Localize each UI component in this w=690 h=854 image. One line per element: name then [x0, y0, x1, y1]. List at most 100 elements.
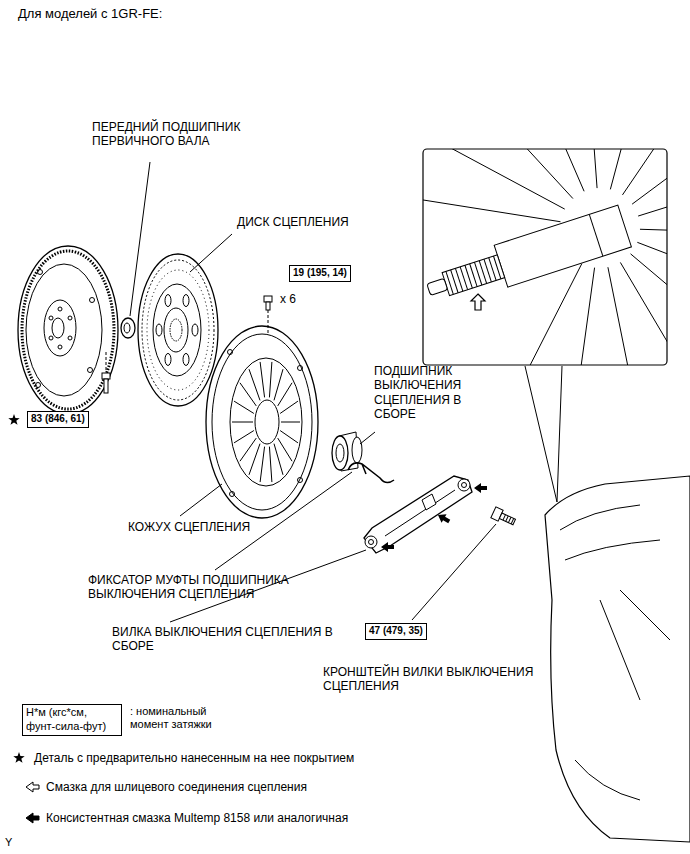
fork-support-part — [511, 518, 514, 523]
clutch-cover-part — [228, 350, 233, 355]
flywheel-part — [18, 246, 118, 414]
flywheel-bolt-part — [102, 373, 110, 379]
clutch-cover-part — [212, 334, 312, 510]
detail-inset-part-part-part — [446, 256, 501, 294]
clutch-cover-part — [298, 366, 303, 371]
detail-inset-part-part-part — [513, 149, 584, 191]
grease-arrow-symbol — [26, 813, 39, 823]
detail-inset-part-part-part — [631, 254, 667, 365]
clutch-cover-part-part — [234, 431, 254, 443]
detail-inset-part-part-part-part — [493, 256, 500, 279]
flywheel-part — [88, 368, 93, 373]
legend-text: Смазка для шлицевого соединения сцеплени… — [46, 780, 307, 794]
spline-grease-symbol — [26, 782, 39, 792]
leader-lines-part — [130, 162, 150, 316]
clutch-cover-part-part — [240, 438, 256, 461]
grease-arrows-part — [436, 511, 452, 526]
unit-key-box: Н*м (кгс*см, фунт-сила-фут) — [22, 704, 122, 736]
flywheel-part — [49, 316, 53, 320]
legend-symbol — [6, 810, 46, 826]
fork-support-part — [503, 515, 506, 520]
grease-arrows — [381, 483, 487, 552]
leader-lines-part — [190, 234, 232, 272]
torque-box: 19 (195, 14) — [289, 265, 351, 282]
clutch-cover-part-part — [281, 422, 300, 423]
clutch-disc-part — [156, 295, 198, 366]
legend-entry: Консистентная смазка Multemp 8158 или ан… — [6, 810, 348, 826]
release-fork — [364, 476, 472, 553]
detail-inset-part-part-part — [584, 149, 597, 188]
detail-inset-part-part — [423, 205, 631, 311]
clutch-cover-part-part — [260, 362, 264, 397]
detail-inset-part — [557, 366, 562, 502]
cover-bolt-part — [264, 296, 272, 302]
clutch-disc-part-part — [156, 324, 162, 336]
detail-inset-part-part-part — [608, 267, 644, 365]
detail-inset-part — [423, 149, 667, 365]
figure-mark: Y — [5, 836, 12, 849]
detail-inset-part-part-part — [620, 262, 667, 365]
detail-inset-part-part-part — [423, 194, 560, 222]
detail-inset-part-part-part — [442, 255, 505, 296]
detail-inset-part-part-part — [427, 278, 448, 295]
fork-support — [491, 507, 517, 528]
input-shaft-front-bearing-part — [124, 323, 130, 333]
clutch-cover-part-part — [280, 401, 298, 413]
release-fork-part — [364, 476, 472, 553]
leader-lines — [130, 162, 496, 622]
flywheel — [18, 246, 118, 414]
input-shaft-front-bearing-part — [121, 318, 135, 338]
detail-inset-part — [423, 149, 667, 365]
detail-inset — [383, 9, 690, 502]
clutch-disc-part — [147, 270, 209, 390]
clutch-cover-part-part — [278, 383, 292, 406]
clutch-cover-part-part — [232, 422, 253, 423]
transmission-housing-part — [545, 476, 690, 842]
clutch-cover-part — [232, 362, 300, 482]
clutch-disc-part — [153, 284, 201, 376]
leader-lines-part — [180, 484, 222, 516]
flywheel-part — [68, 336, 72, 340]
legend-entry: Смазка для шлицевого соединения сцеплени… — [6, 779, 307, 795]
detail-inset-part-part-part — [632, 149, 667, 204]
clutch-cover-part-part — [280, 431, 298, 443]
leader-lines-part — [412, 524, 496, 620]
fork-support-part — [508, 517, 511, 522]
flywheel-part — [49, 336, 53, 340]
release-fork-part — [369, 540, 374, 545]
clutch-disc-part-part — [183, 295, 189, 307]
detail-inset-part-part-part — [423, 149, 565, 209]
detail-inset-part-part-part — [494, 205, 631, 287]
flywheel-bolt-part — [106, 352, 107, 372]
release-fork-part — [462, 483, 467, 488]
clutch-cover-part — [230, 358, 302, 486]
legend-symbol — [6, 750, 34, 766]
legend-text: Консистентная смазка Multemp 8158 или ан… — [46, 811, 348, 825]
flywheel-part — [26, 264, 102, 396]
torque-box: 83 (846, 61) — [27, 411, 89, 428]
cover-bolt-part — [268, 310, 269, 334]
flywheel-part — [22, 251, 114, 409]
detail-inset-part-part-part — [637, 242, 667, 307]
clutch-cover-part-part — [269, 362, 271, 397]
clutch-disc-part-part — [165, 353, 171, 365]
part-name: ДИСК СЦЕПЛЕНИЯ — [237, 215, 349, 229]
clutch-cover-part-part — [274, 369, 283, 400]
spline-grease-arrow — [471, 294, 485, 310]
release-fork-part — [458, 479, 470, 491]
clutch-disc-part — [138, 254, 218, 406]
torque-value: 19 (195, 14) — [293, 267, 347, 280]
flywheel-part — [58, 307, 62, 311]
leader-lines-part — [360, 432, 375, 444]
flywheel-part — [38, 270, 43, 275]
clutch-disc-part-part — [183, 353, 189, 365]
title: Для моделей с 1GR-FE: — [18, 6, 162, 22]
legend-entry: Деталь с предварительно нанесенным на не… — [6, 750, 354, 766]
release-bearing-part — [336, 444, 344, 462]
clutch-cover-part-part — [274, 444, 283, 475]
clutch-disc-part — [170, 319, 182, 341]
flywheel-part — [68, 316, 72, 320]
clutch-cover-part — [206, 326, 318, 518]
detail-inset-part-part-part — [638, 162, 667, 216]
transmission-housing — [545, 476, 690, 842]
